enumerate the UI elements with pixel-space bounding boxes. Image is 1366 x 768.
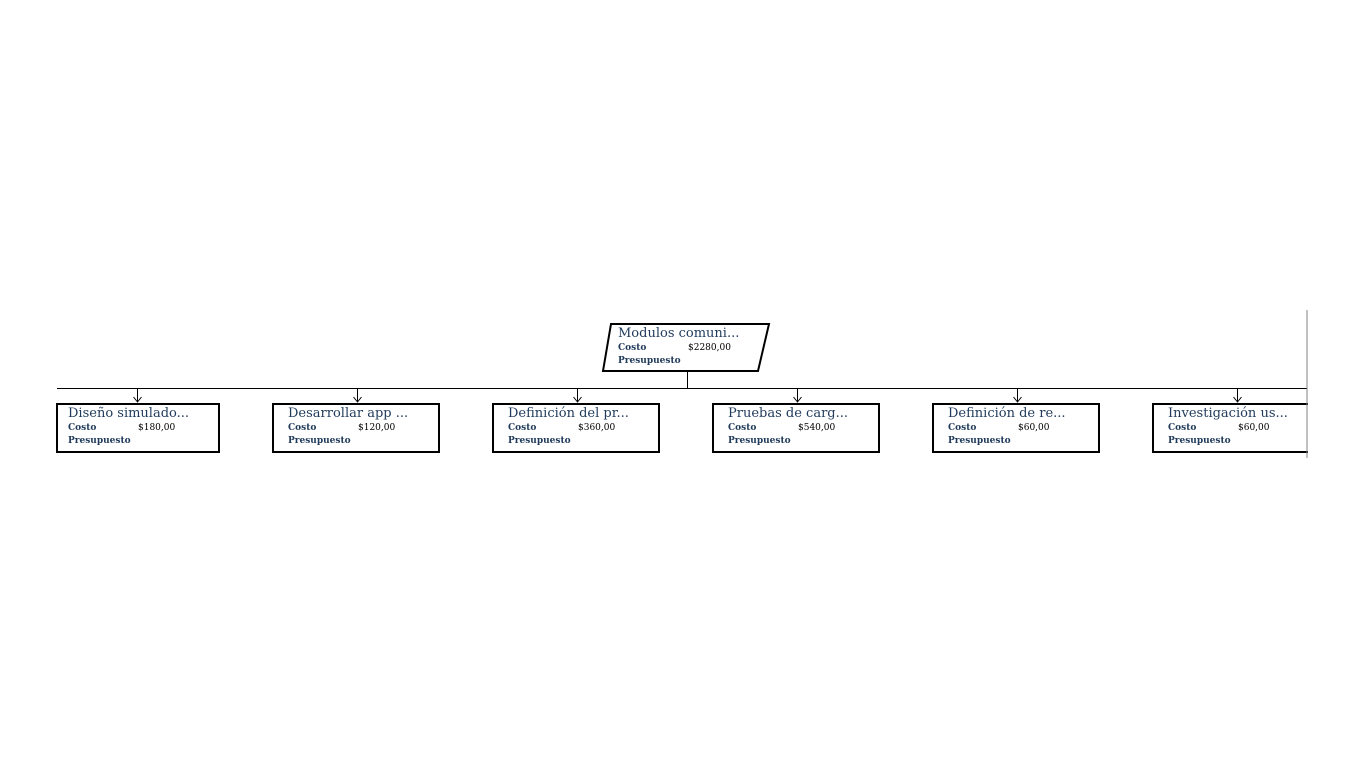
canvas-clip-mask — [1308, 300, 1366, 500]
root-node-shape — [601, 323, 771, 372]
child-node-cost-value: $540,00 — [798, 423, 835, 433]
child-node-cost-value: $60,00 — [1238, 423, 1270, 433]
child-node-title: Investigación us... — [1168, 406, 1288, 421]
connectors — [57, 371, 1307, 403]
child-node-cost-value: $180,00 — [138, 423, 175, 433]
child-node[interactable]: Definición del pr... Costo $360,00 Presu… — [492, 403, 660, 453]
root-node-budget-label: Presupuesto — [618, 356, 681, 366]
child-node-box — [272, 403, 440, 453]
child-node-title: Definición de re... — [948, 406, 1066, 421]
child-node-budget-label: Presupuesto — [68, 436, 131, 446]
root-node[interactable]: Modulos comuni... Costo $2280,00 Presupu… — [601, 323, 771, 372]
child-node-box — [492, 403, 660, 453]
arrowhead-icon — [573, 396, 582, 403]
child-node-cost-value: $360,00 — [578, 423, 615, 433]
child-node[interactable]: Definición de re... Costo $60,00 Presupu… — [932, 403, 1100, 453]
child-node-cost-value: $120,00 — [358, 423, 395, 433]
child-node-title: Diseño simulado... — [68, 406, 189, 421]
arrowhead-icon — [353, 396, 362, 403]
child-node-budget-label: Presupuesto — [728, 436, 791, 446]
arrowhead-icon — [1233, 396, 1242, 403]
child-node-budget-label: Presupuesto — [948, 436, 1011, 446]
root-node-cost-label: Costo — [618, 343, 646, 353]
child-node-title: Definición del pr... — [508, 406, 629, 421]
child-node[interactable]: Investigación us... Costo $60,00 Presupu… — [1152, 403, 1320, 453]
arrowhead-icon — [793, 396, 802, 403]
child-node-cost-label: Costo — [508, 423, 536, 433]
child-node[interactable]: Desarrollar app ... Costo $120,00 Presup… — [272, 403, 440, 453]
child-node[interactable]: Diseño simulado... Costo $180,00 Presupu… — [56, 403, 220, 453]
child-node-budget-label: Presupuesto — [508, 436, 571, 446]
root-node-title: Modulos comuni... — [618, 326, 739, 341]
child-node[interactable]: Pruebas de carg... Costo $540,00 Presupu… — [712, 403, 880, 453]
child-node-cost-label: Costo — [288, 423, 316, 433]
arrowhead-icon — [1013, 396, 1022, 403]
child-node-title: Desarrollar app ... — [288, 406, 408, 421]
child-node-cost-label: Costo — [948, 423, 976, 433]
child-node-cost-label: Costo — [68, 423, 96, 433]
child-node-cost-value: $60,00 — [1018, 423, 1050, 433]
child-node-cost-label: Costo — [1168, 423, 1196, 433]
child-node-box — [1152, 403, 1320, 453]
root-node-cost-value: $2280,00 — [688, 343, 731, 353]
child-node-title: Pruebas de carg... — [728, 406, 848, 421]
child-node-cost-label: Costo — [728, 423, 756, 433]
child-node-budget-label: Presupuesto — [288, 436, 351, 446]
child-node-box — [932, 403, 1100, 453]
child-node-budget-label: Presupuesto — [1168, 436, 1231, 446]
arrowhead-icon — [133, 396, 142, 403]
child-node-box — [56, 403, 220, 453]
child-node-box — [712, 403, 880, 453]
